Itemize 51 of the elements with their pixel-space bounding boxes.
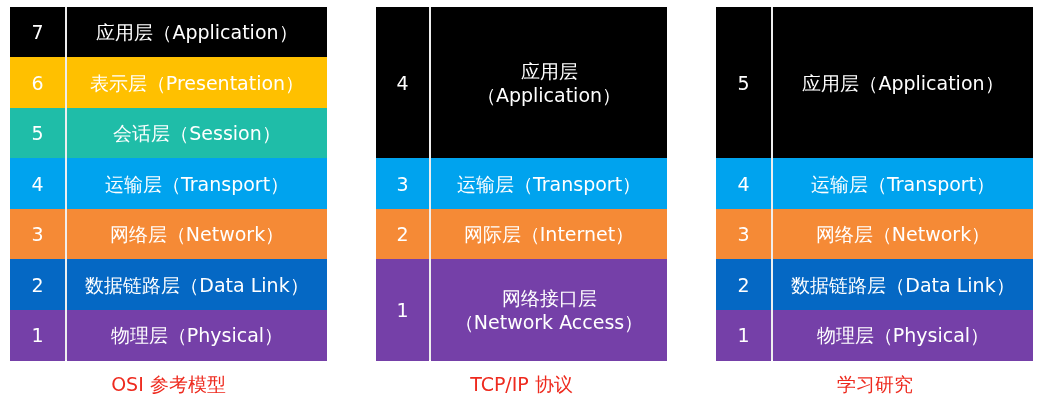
layer-band bbox=[376, 158, 667, 210]
layer-band bbox=[716, 309, 1033, 361]
layer-band bbox=[10, 107, 327, 159]
layer-name: 应用层（Application） bbox=[476, 58, 622, 107]
stack-title: TCP/IP 协议 bbox=[470, 372, 573, 396]
layer-band bbox=[10, 57, 327, 109]
layer-name: 网络接口层（Network Access） bbox=[453, 285, 645, 334]
layer-number: 4 bbox=[31, 171, 44, 196]
layer-band bbox=[10, 309, 327, 361]
layer-band bbox=[716, 259, 1033, 311]
layer-band bbox=[10, 158, 327, 210]
layer-band bbox=[376, 208, 667, 260]
layer-number: 3 bbox=[737, 222, 750, 247]
layer-name: 运输层（Transport） bbox=[456, 171, 642, 196]
layer-number: 1 bbox=[31, 323, 44, 348]
layer-number: 4 bbox=[737, 171, 750, 196]
layer-number: 1 bbox=[396, 297, 409, 322]
layer-name: 应用层（Application） bbox=[96, 20, 298, 45]
layer-name: 数据链路层（Data Link） bbox=[85, 272, 309, 297]
layer-name: 表示层（Presentation） bbox=[89, 70, 305, 95]
layer-band bbox=[376, 7, 667, 159]
layer-name: 网际层（Internet） bbox=[463, 222, 635, 247]
layer-name: 数据链路层（Data Link） bbox=[791, 272, 1015, 297]
layer-name: 网络层（Network） bbox=[815, 222, 991, 247]
layer-band bbox=[10, 259, 327, 311]
layer-name: 运输层（Transport） bbox=[810, 171, 996, 196]
layer-number: 4 bbox=[396, 70, 409, 95]
layer-number: 3 bbox=[31, 222, 44, 247]
stack-title: 学习研究 bbox=[836, 372, 913, 396]
layer-band bbox=[10, 208, 327, 260]
layer-name: 网络层（Network） bbox=[109, 222, 285, 247]
layer-band bbox=[716, 208, 1033, 260]
layer-name: 物理层（Physical） bbox=[816, 323, 990, 348]
layer-band bbox=[716, 7, 1033, 159]
stack-title: OSI 参考模型 bbox=[111, 372, 226, 396]
layer-number: 5 bbox=[31, 121, 44, 146]
layer-name: 运输层（Transport） bbox=[104, 171, 290, 196]
layer-number: 2 bbox=[396, 222, 409, 247]
layer-band bbox=[10, 7, 327, 58]
layer-number: 2 bbox=[737, 272, 750, 297]
layer-band bbox=[716, 158, 1033, 210]
layer-number: 3 bbox=[396, 171, 409, 196]
layer-name: 会话层（Session） bbox=[113, 121, 281, 146]
layer-name: 物理层（Physical） bbox=[110, 323, 284, 348]
layer-number: 6 bbox=[31, 70, 44, 95]
layer-number: 7 bbox=[31, 20, 44, 45]
layer-number: 5 bbox=[737, 70, 750, 95]
layer-band bbox=[376, 259, 667, 361]
layer-name: 应用层（Application） bbox=[802, 70, 1004, 95]
layer-number: 1 bbox=[737, 323, 750, 348]
layer-number: 2 bbox=[31, 272, 44, 297]
